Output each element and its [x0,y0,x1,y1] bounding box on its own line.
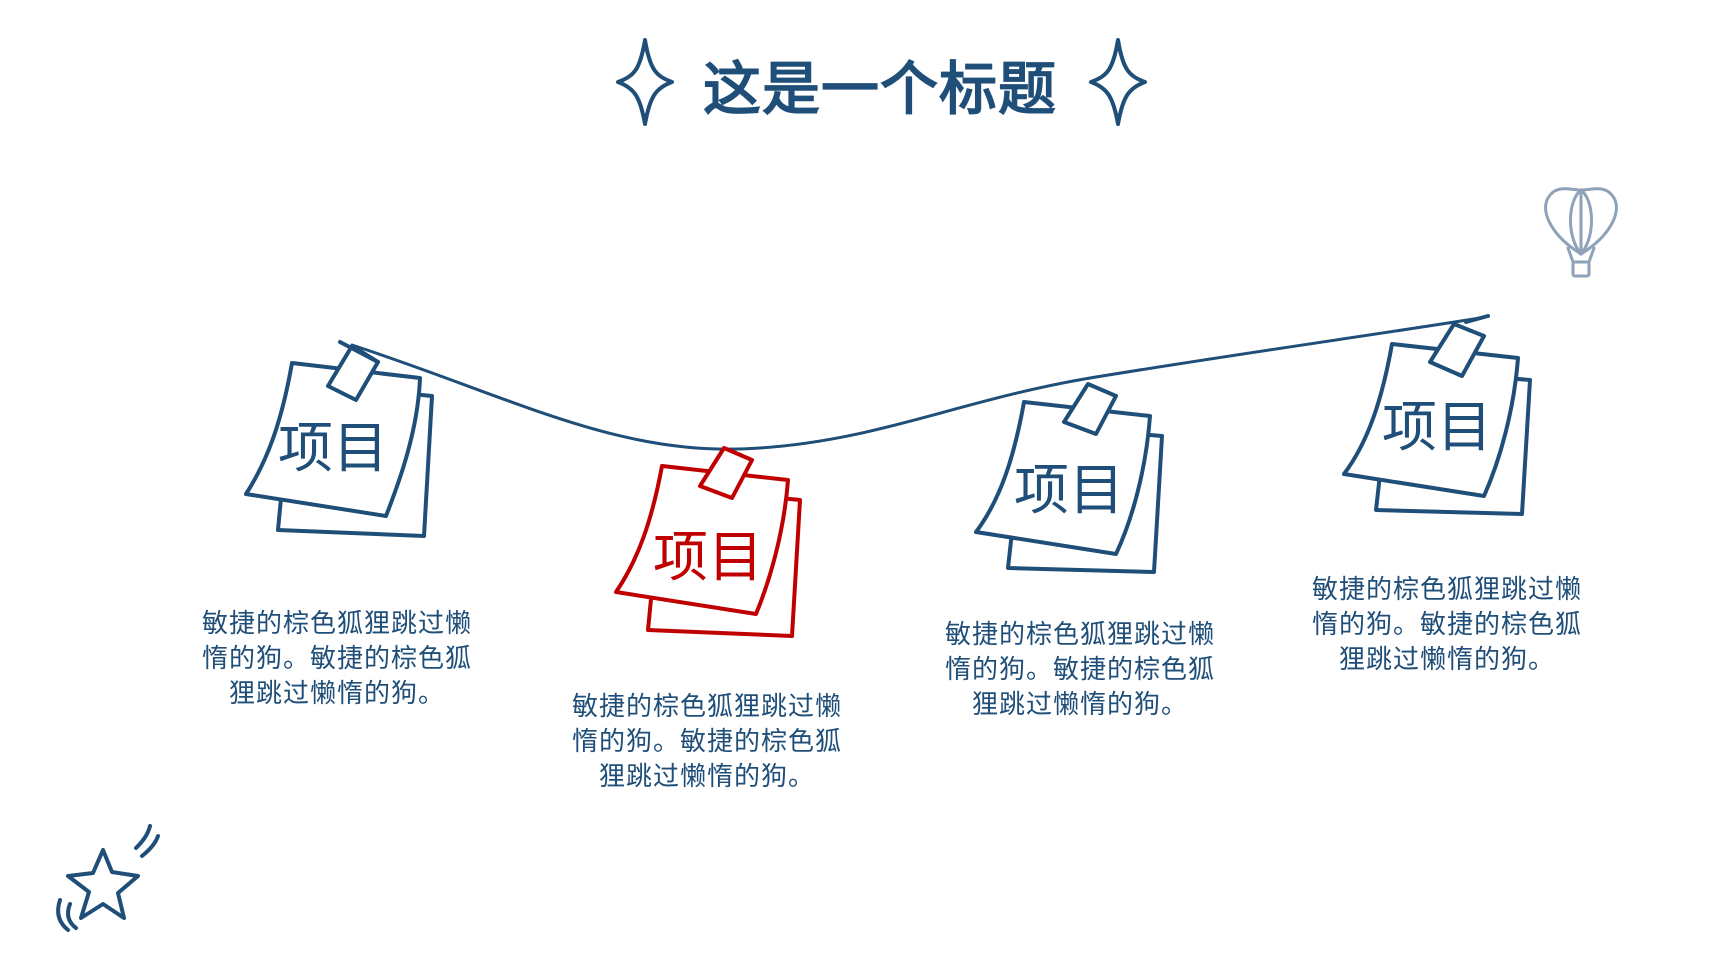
item-description-1: 敏捷的棕色狐狸跳过懒惰的狗。敏捷的棕色狐狸跳过懒惰的狗。 [202,609,473,709]
sticky-note-4 [1342,314,1532,516]
sticky-note-1 [244,340,434,538]
note-label-3: 项目 [1013,458,1124,522]
page-title: 这是一个标题 [702,55,1057,123]
item-description-4: 敏捷的棕色狐狸跳过懒惰的狗。敏捷的棕色狐狸跳过懒惰的狗。 [1312,575,1583,675]
item-description-3: 敏捷的棕色狐狸跳过懒惰的狗。敏捷的棕色狐狸跳过懒惰的狗。 [945,620,1216,720]
note-label-4: 项目 [1381,395,1492,459]
note-label-2: 项目 [652,525,763,589]
hanging-string [350,316,1482,451]
title-right-sparkle-icon [1089,38,1147,126]
note-label-1: 项目 [277,416,388,480]
corner-star-icon [56,824,160,932]
sticky-note-3 [974,382,1164,574]
hot-air-balloon-icon [1544,187,1618,278]
item-description-2: 敏捷的棕色狐狸跳过懒惰的狗。敏捷的棕色狐狸跳过懒惰的狗。 [572,692,843,792]
sticky-note-2 [614,446,802,638]
title-left-sparkle-icon [616,38,674,126]
